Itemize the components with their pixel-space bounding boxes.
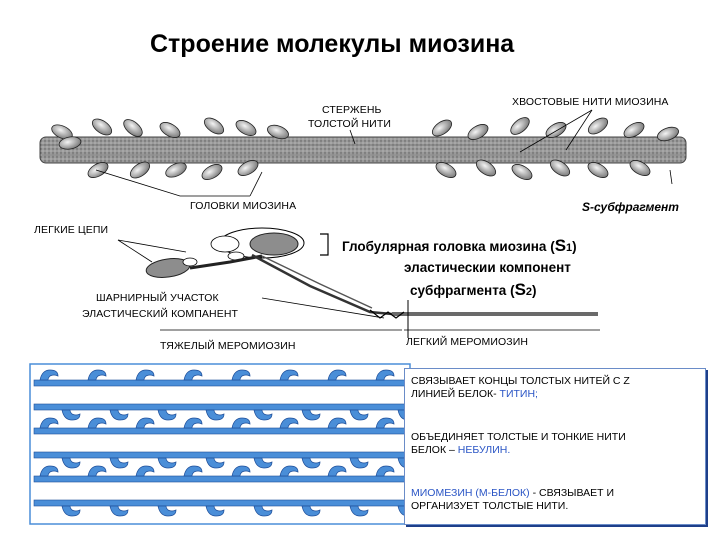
label-hinge-line1: ШАРНИРНЫЙ УЧАСТОК [96, 292, 219, 304]
globular-prefix: Глобулярная головка миозина ( [342, 239, 555, 254]
filament-head [349, 505, 369, 517]
label-heavy-meromyosin: ТЯЖЕЛЫЙ МЕРОМИОЗИН [160, 340, 296, 352]
filament-head [157, 505, 177, 517]
info-item2-line1: ОБЪЕДИНЯЕТ ТОЛСТЫЕ И ТОНКИЕ НИТИ [411, 431, 626, 443]
filament-head [39, 465, 59, 477]
filament-head [183, 465, 203, 477]
info-item1-line1: СВЯЗЫВАЕТ КОНЦЫ ТОЛСТЫХ НИТЕЙ С Z [411, 375, 630, 387]
filament-strand [33, 499, 407, 507]
info-item2-highlight: НЕБУЛИН. [457, 444, 511, 456]
filament-head [301, 457, 321, 469]
filament-head [109, 505, 129, 517]
page-title: Строение молекулы миозина [150, 30, 515, 58]
filament-head [301, 409, 321, 421]
label-light-meromyosin: ЛЕГКИЙ МЕРОМИОЗИН [406, 336, 529, 348]
filament-head [253, 505, 273, 517]
elastic-suffix: ) [532, 283, 537, 298]
filament-head [231, 417, 251, 429]
filament-head [205, 457, 225, 469]
filament-head [375, 417, 395, 429]
info-item-myomesin: МИОМЕЗИН (М-БЕЛОК) - СВЯЗЫВАЕТ И ОРГАНИЗ… [411, 487, 614, 513]
info-item3-line2: ОРГАНИЗУЕТ ТОЛСТЫЕ НИТИ. [411, 500, 569, 512]
filament-head [279, 369, 299, 381]
filament-head [327, 465, 347, 477]
filament-strand [33, 379, 407, 387]
filament-head [39, 369, 59, 381]
filament-head [109, 457, 129, 469]
filament-head [135, 465, 155, 477]
filament-head [375, 369, 395, 381]
filament-head [327, 417, 347, 429]
filament-head [87, 369, 107, 381]
label-heads: ГОЛОВКИ МИОЗИНА [190, 200, 297, 212]
filament-head [135, 417, 155, 429]
filament-strand [33, 403, 407, 411]
filament-head [301, 505, 321, 517]
elastic-s: S [514, 280, 526, 299]
filament-head [39, 417, 59, 429]
filament-head [109, 409, 129, 421]
filament-head [279, 417, 299, 429]
info-item-titin: СВЯЗЫВАЕТ КОНЦЫ ТОЛСТЫХ НИТЕЙ С Z ЛИНИЕЙ… [411, 375, 630, 401]
info-item1-line2: ЛИНИЕЙ БЕЛОК- ТИТИН; [411, 388, 630, 401]
filament-head [253, 409, 273, 421]
globular-suffix: ) [572, 239, 577, 254]
label-s-subfragment: S-субфрагмент [582, 200, 679, 214]
filament-head [231, 465, 251, 477]
elastic-index: 2 [525, 286, 533, 298]
filament-head [87, 417, 107, 429]
filament-head [157, 457, 177, 469]
pointer-lines [95, 109, 673, 197]
info-box: СВЯЗЫВАЕТ КОНЦЫ ТОЛСТЫХ НИТЕЙ С Z ЛИНИЕЙ… [404, 368, 706, 525]
info-item3-highlight: МИОМЕЗИН (М-БЕЛОК) [411, 487, 530, 499]
filament-head [135, 369, 155, 381]
info-item2-line2: БЕЛОК – НЕБУЛИН. [411, 444, 626, 457]
info-item1-text: ЛИНИЕЙ БЕЛОК- [411, 388, 497, 400]
filament-strand [33, 427, 407, 435]
info-item1-highlight: ТИТИН; [499, 388, 538, 400]
label-light-chains: ЛЕГКИЕ ЦЕПИ [34, 224, 109, 236]
globular-index: 1 [566, 242, 573, 254]
filament-head [87, 465, 107, 477]
filament-head [279, 465, 299, 477]
myosin-molecule-detail [117, 227, 600, 338]
filament-head [183, 369, 203, 381]
filament-head [349, 409, 369, 421]
label-hinge-line2: ЭЛАСТИЧЕСКИЙ КОМПАНЕНТ [82, 308, 239, 320]
label-rod-line1: СТЕРЖЕНЬ [322, 104, 382, 116]
label-elastic-line2: субфрагмента (S2) [410, 280, 537, 300]
label-elastic-line1: эластическии компонент [404, 260, 571, 275]
globular-s: S [554, 236, 567, 255]
filament-head [61, 457, 81, 469]
filament-head [349, 457, 369, 469]
label-globular-head: Глобулярная головка миозина (S1) [342, 236, 577, 256]
blue-filaments [33, 369, 417, 517]
filament-head [327, 369, 347, 381]
filament-head [157, 409, 177, 421]
info-item-nebulin: ОБЪЕДИНЯЕТ ТОЛСТЫЕ И ТОНКИЕ НИТИ БЕЛОК –… [411, 431, 626, 457]
info-item2-text: БЕЛОК – [411, 444, 455, 456]
filament-head [231, 369, 251, 381]
filament-head [375, 465, 395, 477]
filament-strand [33, 475, 407, 483]
filament-head [205, 505, 225, 517]
filament-head [183, 417, 203, 429]
elastic-prefix: субфрагмента ( [410, 283, 515, 298]
info-item3-line1: МИОМЕЗИН (М-БЕЛОК) - СВЯЗЫВАЕТ И [411, 487, 614, 500]
filament-head [253, 457, 273, 469]
filament-head [205, 409, 225, 421]
filament-head [61, 409, 81, 421]
info-item3-text: - СВЯЗЫВАЕТ И [529, 487, 615, 499]
filament-strand [33, 451, 407, 459]
filament-head [61, 505, 81, 517]
label-rod-line2: ТОЛСТОЙ НИТИ [308, 118, 391, 130]
thick-filament-rod [39, 136, 687, 164]
label-tails: ХВОСТОВЫЕ НИТИ МИОЗИНА [512, 96, 669, 108]
